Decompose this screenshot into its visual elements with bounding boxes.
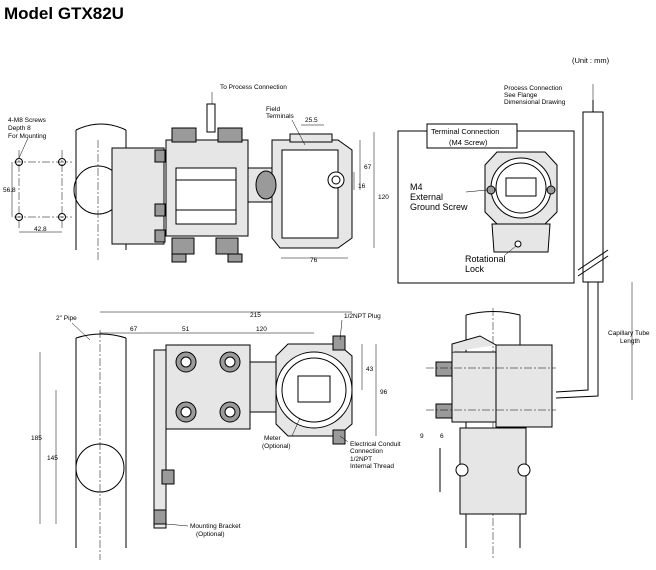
- terminal-title-1: Terminal Connection: [431, 127, 499, 136]
- dim-43: 43: [366, 366, 374, 373]
- screws-label-2: Depth 8: [8, 125, 31, 132]
- pipe-label: 2" Pipe: [56, 315, 77, 322]
- terminal-title-2: (M4 Screw): [449, 138, 488, 147]
- bracket-label-2: (Optional): [196, 531, 225, 538]
- screw-hole: [58, 158, 66, 166]
- capillary-label-1: Capillary Tube: [608, 330, 650, 337]
- dim-185: 185: [31, 435, 42, 442]
- screws-label-3: For Mounting: [8, 133, 47, 140]
- dim-76: 76: [310, 257, 318, 264]
- side-view-bottom: 9 6: [420, 308, 556, 560]
- screw-hole: [58, 213, 66, 221]
- dim-215: 215: [250, 312, 261, 319]
- terminal-connection-box: Terminal Connection (M4 Screw) M4 Extern…: [397, 123, 575, 284]
- dim-56-8: 56.8: [3, 187, 16, 194]
- plug-label: 1/2NPT Plug: [344, 313, 381, 320]
- unit-label: (Unit : mm): [572, 56, 610, 65]
- dim-145: 145: [47, 455, 58, 462]
- dim-51: 51: [182, 326, 190, 333]
- process-right-label-2: See Flange: [504, 92, 538, 99]
- bolt-pattern-view: 56.8 42.8 4-M8 Screws Depth 8 For Mounti…: [3, 117, 72, 233]
- bracket-label-1: Mounting Bracket: [190, 523, 241, 530]
- dim-120-bottom: 120: [256, 326, 267, 333]
- dim-9: 9: [420, 433, 424, 440]
- process-right-label-3: Dimensional Drawing: [504, 99, 566, 106]
- ground-label-2: External: [410, 192, 443, 202]
- rotational-lock-label-1: Rotational: [465, 254, 506, 264]
- remote-seal-view: Process Connection See Flange Dimensiona…: [504, 84, 650, 400]
- rotational-lock-label-2: Lock: [465, 264, 485, 274]
- ground-label-3: Ground Screw: [410, 202, 468, 212]
- field-terminals-label-2: Terminals: [266, 113, 295, 120]
- dim-42-8: 42.8: [34, 226, 47, 233]
- ground-label-1: M4: [410, 182, 423, 192]
- dim-6: 6: [440, 433, 444, 440]
- page-title: Model GTX82U: [4, 4, 124, 23]
- dim-96: 96: [380, 389, 388, 396]
- screw-hole: [15, 213, 23, 221]
- conduit-label-4: Internal Thread: [350, 463, 394, 470]
- conduit-label-2: Connection: [350, 448, 383, 455]
- process-connection-top-label: To Process Connection: [220, 84, 287, 91]
- field-terminals-label-1: Field: [266, 106, 280, 113]
- screws-label-1: 4-M8 Screws: [8, 117, 47, 124]
- dim-67-bottom: 67: [130, 326, 138, 333]
- side-view-top: To Process Connection 25.5 67 120 16 76 …: [73, 84, 389, 264]
- conduit-label-3: 1/2NPT: [350, 456, 372, 463]
- dim-16: 16: [358, 183, 366, 190]
- dim-120-top: 120: [378, 194, 389, 201]
- dim-67-top: 67: [364, 164, 372, 171]
- process-right-label-1: Process Connection: [504, 85, 563, 92]
- front-view-bottom: 2" Pipe 215 67 51 120 43: [31, 311, 401, 560]
- meter-label-2: (Optional): [262, 443, 291, 450]
- conduit-label-1: Electrical Conduit: [350, 441, 401, 448]
- capillary-label-2: Length: [620, 338, 640, 345]
- screw-hole: [15, 158, 23, 166]
- meter-label-1: Meter: [264, 435, 281, 442]
- dim-25-5: 25.5: [305, 117, 318, 124]
